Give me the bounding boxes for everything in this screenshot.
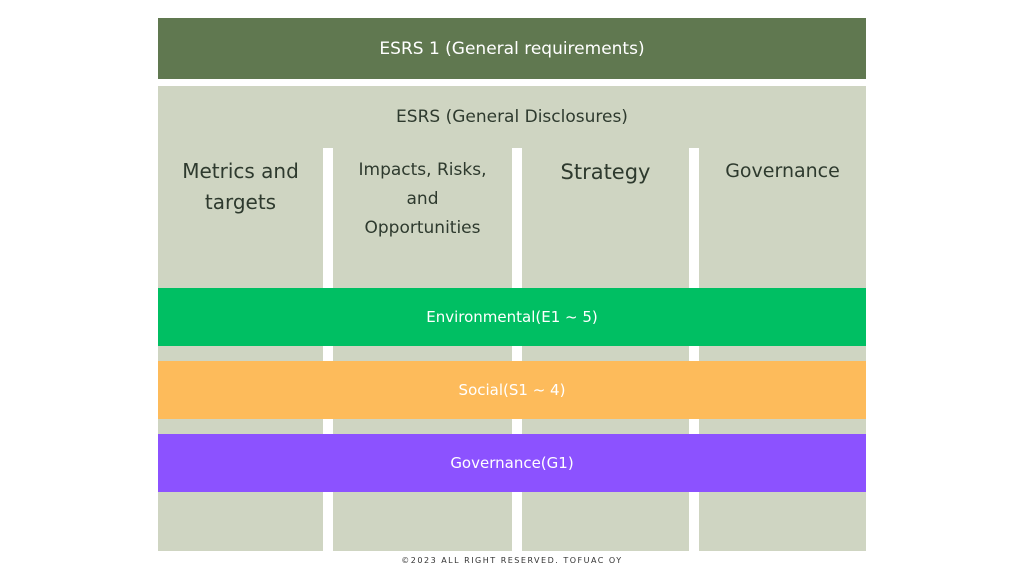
- column-label: Governance: [725, 160, 840, 182]
- column-label: Strategy: [560, 160, 651, 184]
- copyright-footer: ©2023 ALL RIGHT RESERVED. TOFUAC OY: [401, 556, 623, 565]
- band-governance: Governance(G1): [158, 434, 866, 492]
- band-label: Governance(G1): [450, 454, 574, 472]
- band-label: Social(S1 ~ 4): [458, 381, 566, 399]
- esrs1-title: ESRS 1 (General requirements): [379, 38, 645, 59]
- general-disclosures-header: ESRS (General Disclosures): [158, 86, 866, 148]
- column-label: Impacts, Risks, and Opportunities: [358, 160, 487, 238]
- band-label: Environmental(E1 ~ 5): [426, 308, 598, 326]
- column-label: Metrics and targets: [182, 159, 299, 214]
- band-social: Social(S1 ~ 4): [158, 361, 866, 419]
- general-disclosures-title: ESRS (General Disclosures): [396, 107, 628, 127]
- band-environmental: Environmental(E1 ~ 5): [158, 288, 866, 346]
- esrs1-general-requirements-bar: ESRS 1 (General requirements): [158, 18, 866, 79]
